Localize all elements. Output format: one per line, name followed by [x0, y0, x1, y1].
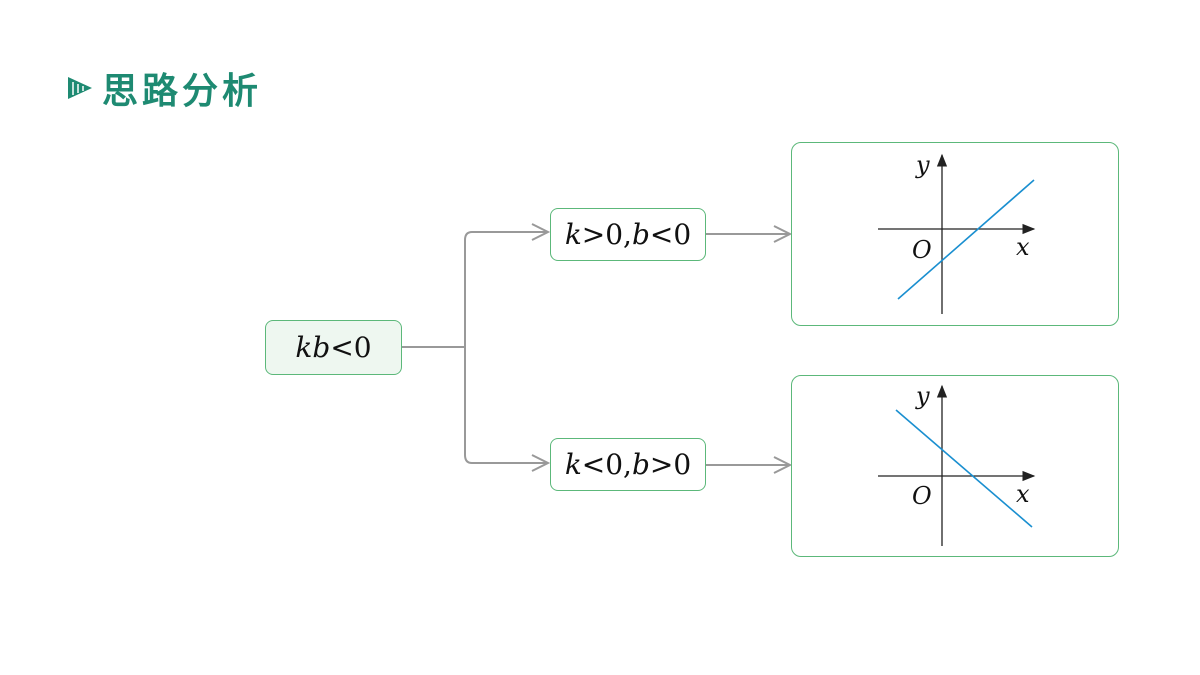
graph-panel-top: y x O: [791, 142, 1119, 326]
graph-bottom-y-label: y: [915, 382, 930, 410]
graph-top-origin-label: O: [912, 236, 932, 264]
graph-top-y-label: y: [915, 151, 930, 179]
root-op: <0: [330, 331, 372, 364]
branch-top-condition-node: k>0,b<0: [550, 208, 706, 261]
graph-bottom-origin-label: O: [912, 482, 932, 510]
branch-bottom-condition-node: k<0,b>0: [550, 438, 706, 491]
top-op1: >0,: [581, 218, 632, 251]
bottom-op1: <0,: [581, 448, 632, 481]
graph-top-x-label: x: [1016, 233, 1030, 261]
root-b: b: [312, 331, 331, 364]
top-b: b: [631, 218, 650, 251]
bottom-k: k: [564, 448, 582, 481]
bottom-b: b: [631, 448, 650, 481]
arrow-head-bottom-node: [531, 454, 551, 472]
arrow-head-top-panel: [773, 225, 793, 243]
play-triangle-icon: [68, 77, 92, 99]
arrow-head-bottom-panel: [773, 456, 793, 474]
graph-top-svg: y x O: [878, 151, 1036, 314]
graph-top-line: [897, 179, 1035, 300]
top-op2: <0: [649, 218, 692, 251]
branch-trunk-line: [464, 231, 473, 464]
arrow-head-top-node: [531, 223, 551, 241]
top-k: k: [564, 218, 582, 251]
heading-title: 思路分析: [102, 71, 263, 112]
section-heading: 思路分析: [66, 64, 262, 112]
graph-bottom-svg: y x O: [878, 382, 1036, 546]
root-k: k: [295, 331, 313, 364]
graph-bottom-line: [895, 409, 1033, 528]
graph-bottom-x-label: x: [1016, 480, 1030, 508]
graph-panel-bottom: y x O: [791, 375, 1119, 557]
bottom-op2: >0: [649, 448, 692, 481]
